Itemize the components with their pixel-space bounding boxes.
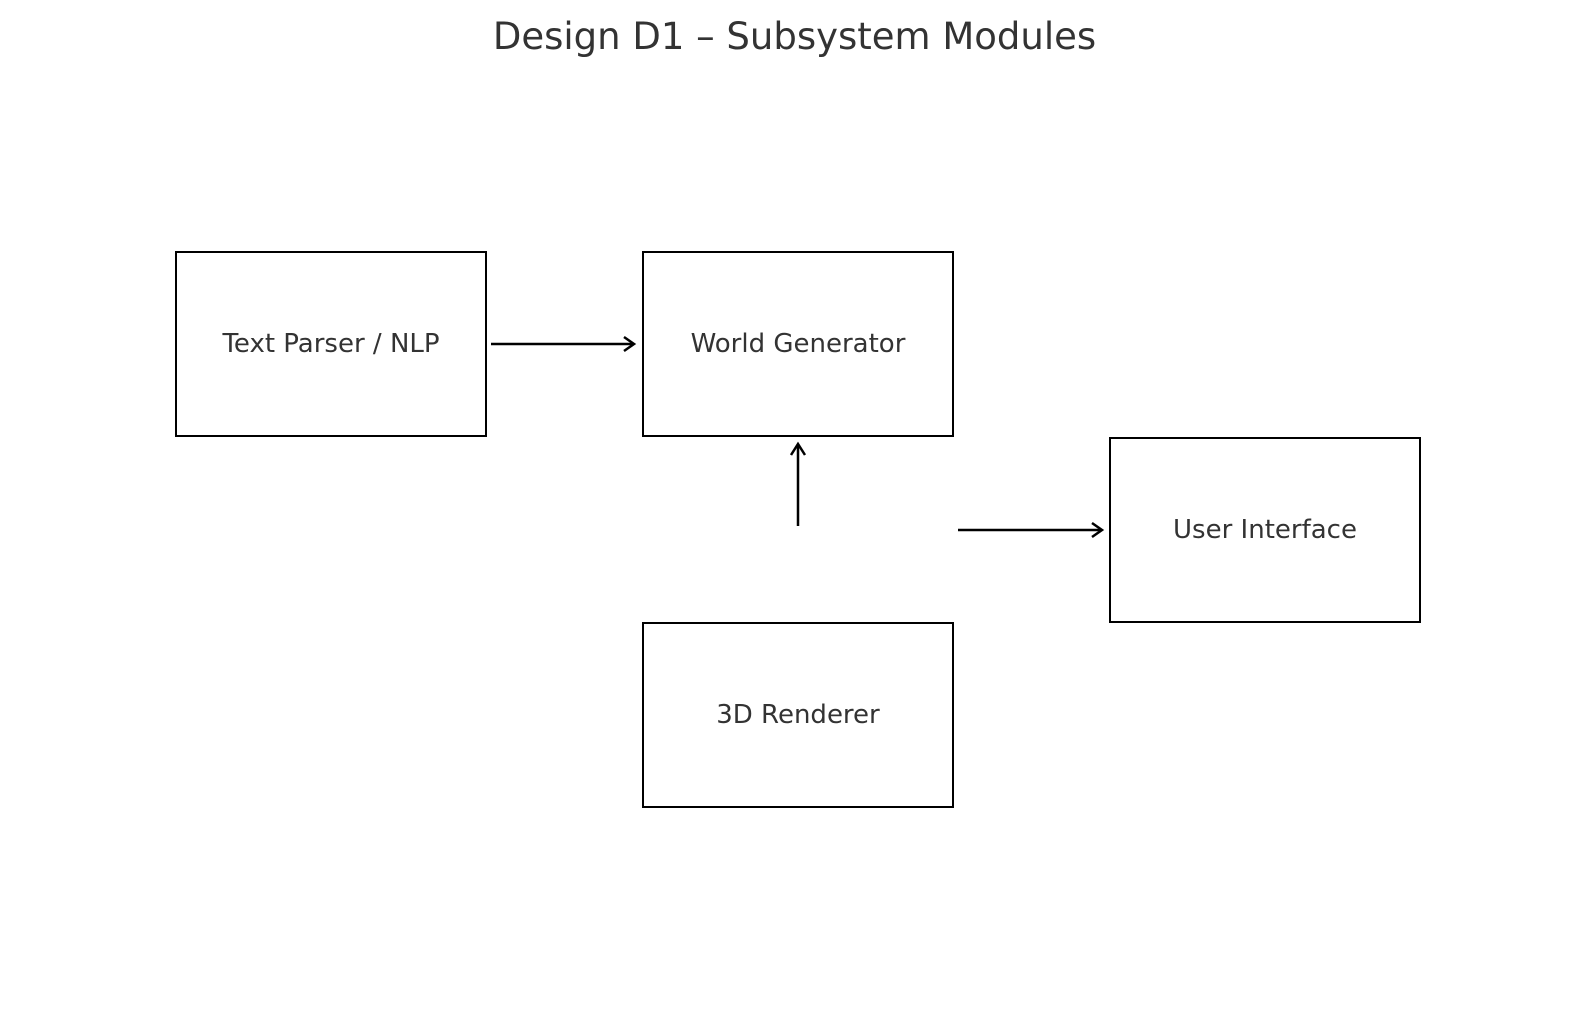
- module-world-generator: World Generator: [642, 251, 954, 437]
- arrow-up-to-world: [789, 441, 807, 526]
- module-3d-renderer-label: 3D Renderer: [716, 700, 880, 730]
- module-text-parser-label: Text Parser / NLP: [222, 329, 440, 359]
- diagram-title: Design D1 – Subsystem Modules: [492, 15, 1097, 58]
- module-3d-renderer: 3D Renderer: [642, 622, 954, 808]
- module-user-interface: User Interface: [1109, 437, 1421, 623]
- arrow-to-user-interface: [958, 521, 1105, 539]
- module-text-parser: Text Parser / NLP: [175, 251, 487, 437]
- module-world-generator-label: World Generator: [690, 329, 906, 359]
- module-user-interface-label: User Interface: [1173, 515, 1357, 545]
- arrow-parser-to-world: [491, 335, 637, 353]
